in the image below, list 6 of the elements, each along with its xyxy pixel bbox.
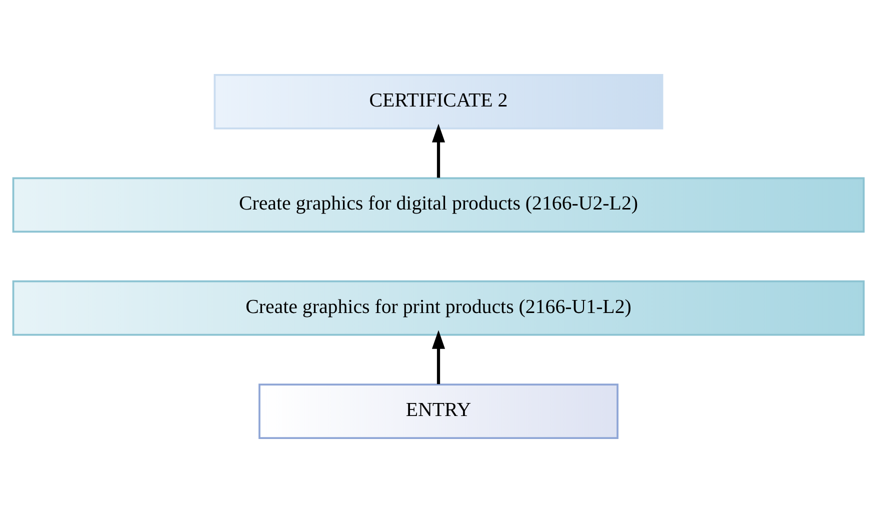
node-box: CERTIFICATE 2 [214, 74, 664, 129]
node-box: Create graphics for digital products (2166-U2-L2) [12, 176, 865, 232]
arrow [432, 123, 446, 178]
arrow [432, 330, 446, 384]
node-box: Create graphics for print products (2166-U1-L2) [12, 280, 865, 336]
node-box: ENTRY [258, 383, 618, 438]
